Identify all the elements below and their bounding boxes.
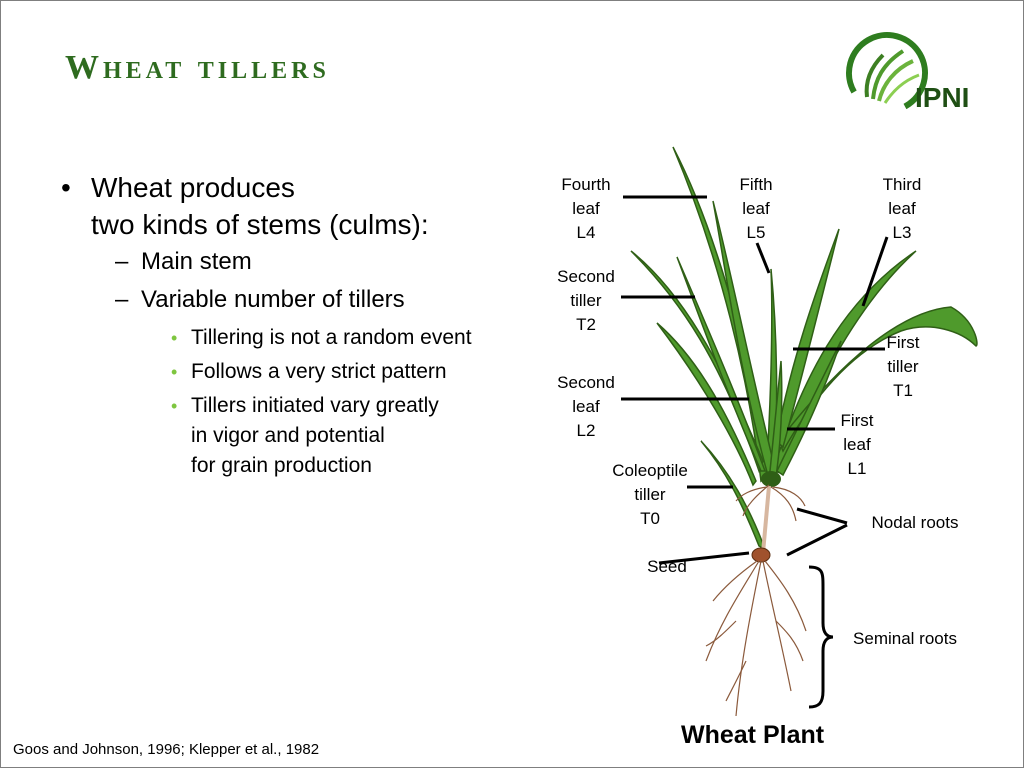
- leader-nodal-2: [786, 523, 848, 557]
- citation: Goos and Johnson, 1996; Klepper et al., …: [13, 741, 320, 758]
- leader-lines: [621, 195, 889, 565]
- ipni-logo: IPNI: [846, 31, 969, 114]
- label-seed: Seed: [647, 557, 687, 576]
- seminal-roots-brace: [808, 565, 834, 709]
- bullet-green-dot: •: [171, 396, 178, 416]
- bullet-main: • Wheat produces two kinds of stems (cul…: [61, 169, 541, 243]
- plant-stem: [761, 485, 771, 554]
- diagram-title: Wheat Plant: [681, 721, 825, 749]
- label-seminal-roots: Seminal roots: [853, 629, 957, 648]
- bullet-main-line-1: Wheat produces: [91, 172, 295, 203]
- bullet-dash: –: [115, 286, 129, 313]
- bullet-subsub-1: • Tillering is not a random event: [61, 323, 541, 353]
- bullet-dot: •: [61, 172, 71, 203]
- leaf-tall: [712, 200, 778, 480]
- leaf-t1: [776, 340, 842, 477]
- bullet-subsub-text: for grain production: [191, 454, 372, 477]
- bullet-subsub-2: • Follows a very strict pattern: [61, 357, 541, 387]
- bullet-subsub-3: • Tillers initiated vary greatly in vigo…: [61, 391, 541, 481]
- bullet-subsub-text: Tillers initiated vary greatly: [191, 394, 439, 417]
- seminal-roots: [705, 560, 807, 717]
- leader-seed: [658, 551, 750, 565]
- bullet-main-line-2: two kinds of stems (culms):: [91, 209, 429, 240]
- leaf-l2: [656, 322, 757, 487]
- bullet-sub-text: Variable number of tillers: [141, 286, 405, 313]
- leaf-right: [778, 306, 978, 453]
- leaf-coleoptile: [700, 440, 767, 551]
- bullet-list: • Wheat produces two kinds of stems (cul…: [61, 169, 541, 481]
- leaf-upper-right: [775, 228, 840, 449]
- leaf-t2b: [676, 256, 767, 472]
- leader-l5: [755, 242, 771, 274]
- nodal-roots: [735, 484, 806, 522]
- bullet-subsub-text: Tillering is not a random event: [191, 326, 472, 349]
- bullet-green-dot: •: [171, 328, 178, 348]
- plant-crown: [761, 471, 781, 487]
- label-nodal-roots: Nodal roots: [871, 513, 959, 532]
- seed-shape: [751, 547, 771, 563]
- slide-title: Wheat tillers: [65, 49, 330, 86]
- leader-nodal-1: [796, 507, 848, 525]
- bullet-green-dot: •: [171, 362, 178, 382]
- bullet-subsub-text: in vigor and potential: [191, 424, 385, 447]
- bullet-sub-main-stem: – Main stem: [61, 243, 541, 281]
- bullet-dash: –: [115, 248, 129, 275]
- bullet-subsub-text: Follows a very strict pattern: [191, 360, 447, 383]
- leaves: [630, 146, 978, 551]
- leaf-l1: [768, 360, 783, 484]
- bullet-sub-text: Main stem: [141, 248, 252, 275]
- bullet-sub-tillers: – Variable number of tillers: [61, 281, 541, 319]
- logo-text: IPNI: [915, 82, 969, 113]
- leader-l3: [861, 236, 889, 307]
